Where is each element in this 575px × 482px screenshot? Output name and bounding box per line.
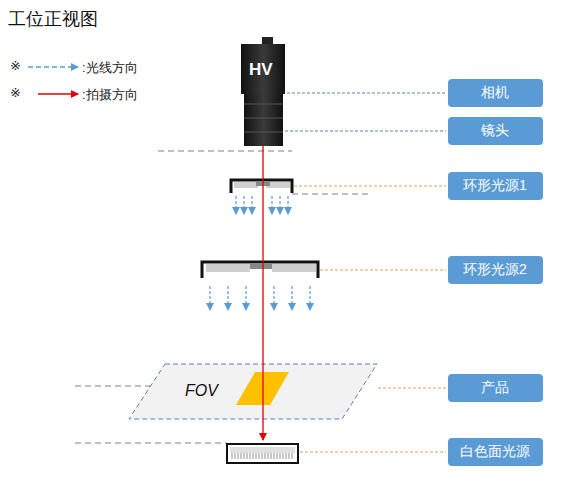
- bullet-mark: ※: [10, 85, 21, 100]
- box-label: 镜头: [481, 122, 509, 140]
- fov-plane: FOV: [128, 363, 378, 420]
- ring-light-1: [231, 180, 292, 193]
- legend-shoot-sample: [38, 93, 78, 94]
- bullet-mark: ※: [10, 58, 21, 73]
- fov-label: FOV: [185, 382, 218, 400]
- label-box: 白色面光源: [448, 438, 543, 466]
- product-shape: [236, 372, 289, 405]
- box-label: 白色面光源: [460, 443, 530, 461]
- box-label: 产品: [481, 379, 509, 397]
- box-label: 环形光源1: [463, 177, 527, 195]
- fov-outline: [128, 363, 378, 420]
- brand-mark: HV: [249, 60, 273, 80]
- camera-body: [241, 44, 285, 94]
- label-box: 镜头: [448, 117, 543, 145]
- label-box: 环形光源2: [448, 256, 543, 284]
- camera-connector: [262, 37, 273, 45]
- lens-body: [244, 94, 283, 146]
- white-panel-light: [227, 444, 298, 463]
- box-label: 相机: [481, 84, 509, 102]
- ring-light-2: [202, 262, 318, 278]
- box-label: 环形光源2: [463, 261, 527, 279]
- light-rays: [210, 196, 310, 310]
- legend-light-sample: [28, 66, 78, 67]
- legend-text: :拍摄方向: [82, 86, 138, 104]
- label-box: 产品: [448, 374, 543, 402]
- label-box: 环形光源1: [448, 172, 543, 200]
- title: 工位正视图: [8, 7, 98, 31]
- lens-rings: [244, 104, 283, 132]
- legend-text: :光线方向: [82, 59, 138, 77]
- label-box: 相机: [448, 79, 543, 107]
